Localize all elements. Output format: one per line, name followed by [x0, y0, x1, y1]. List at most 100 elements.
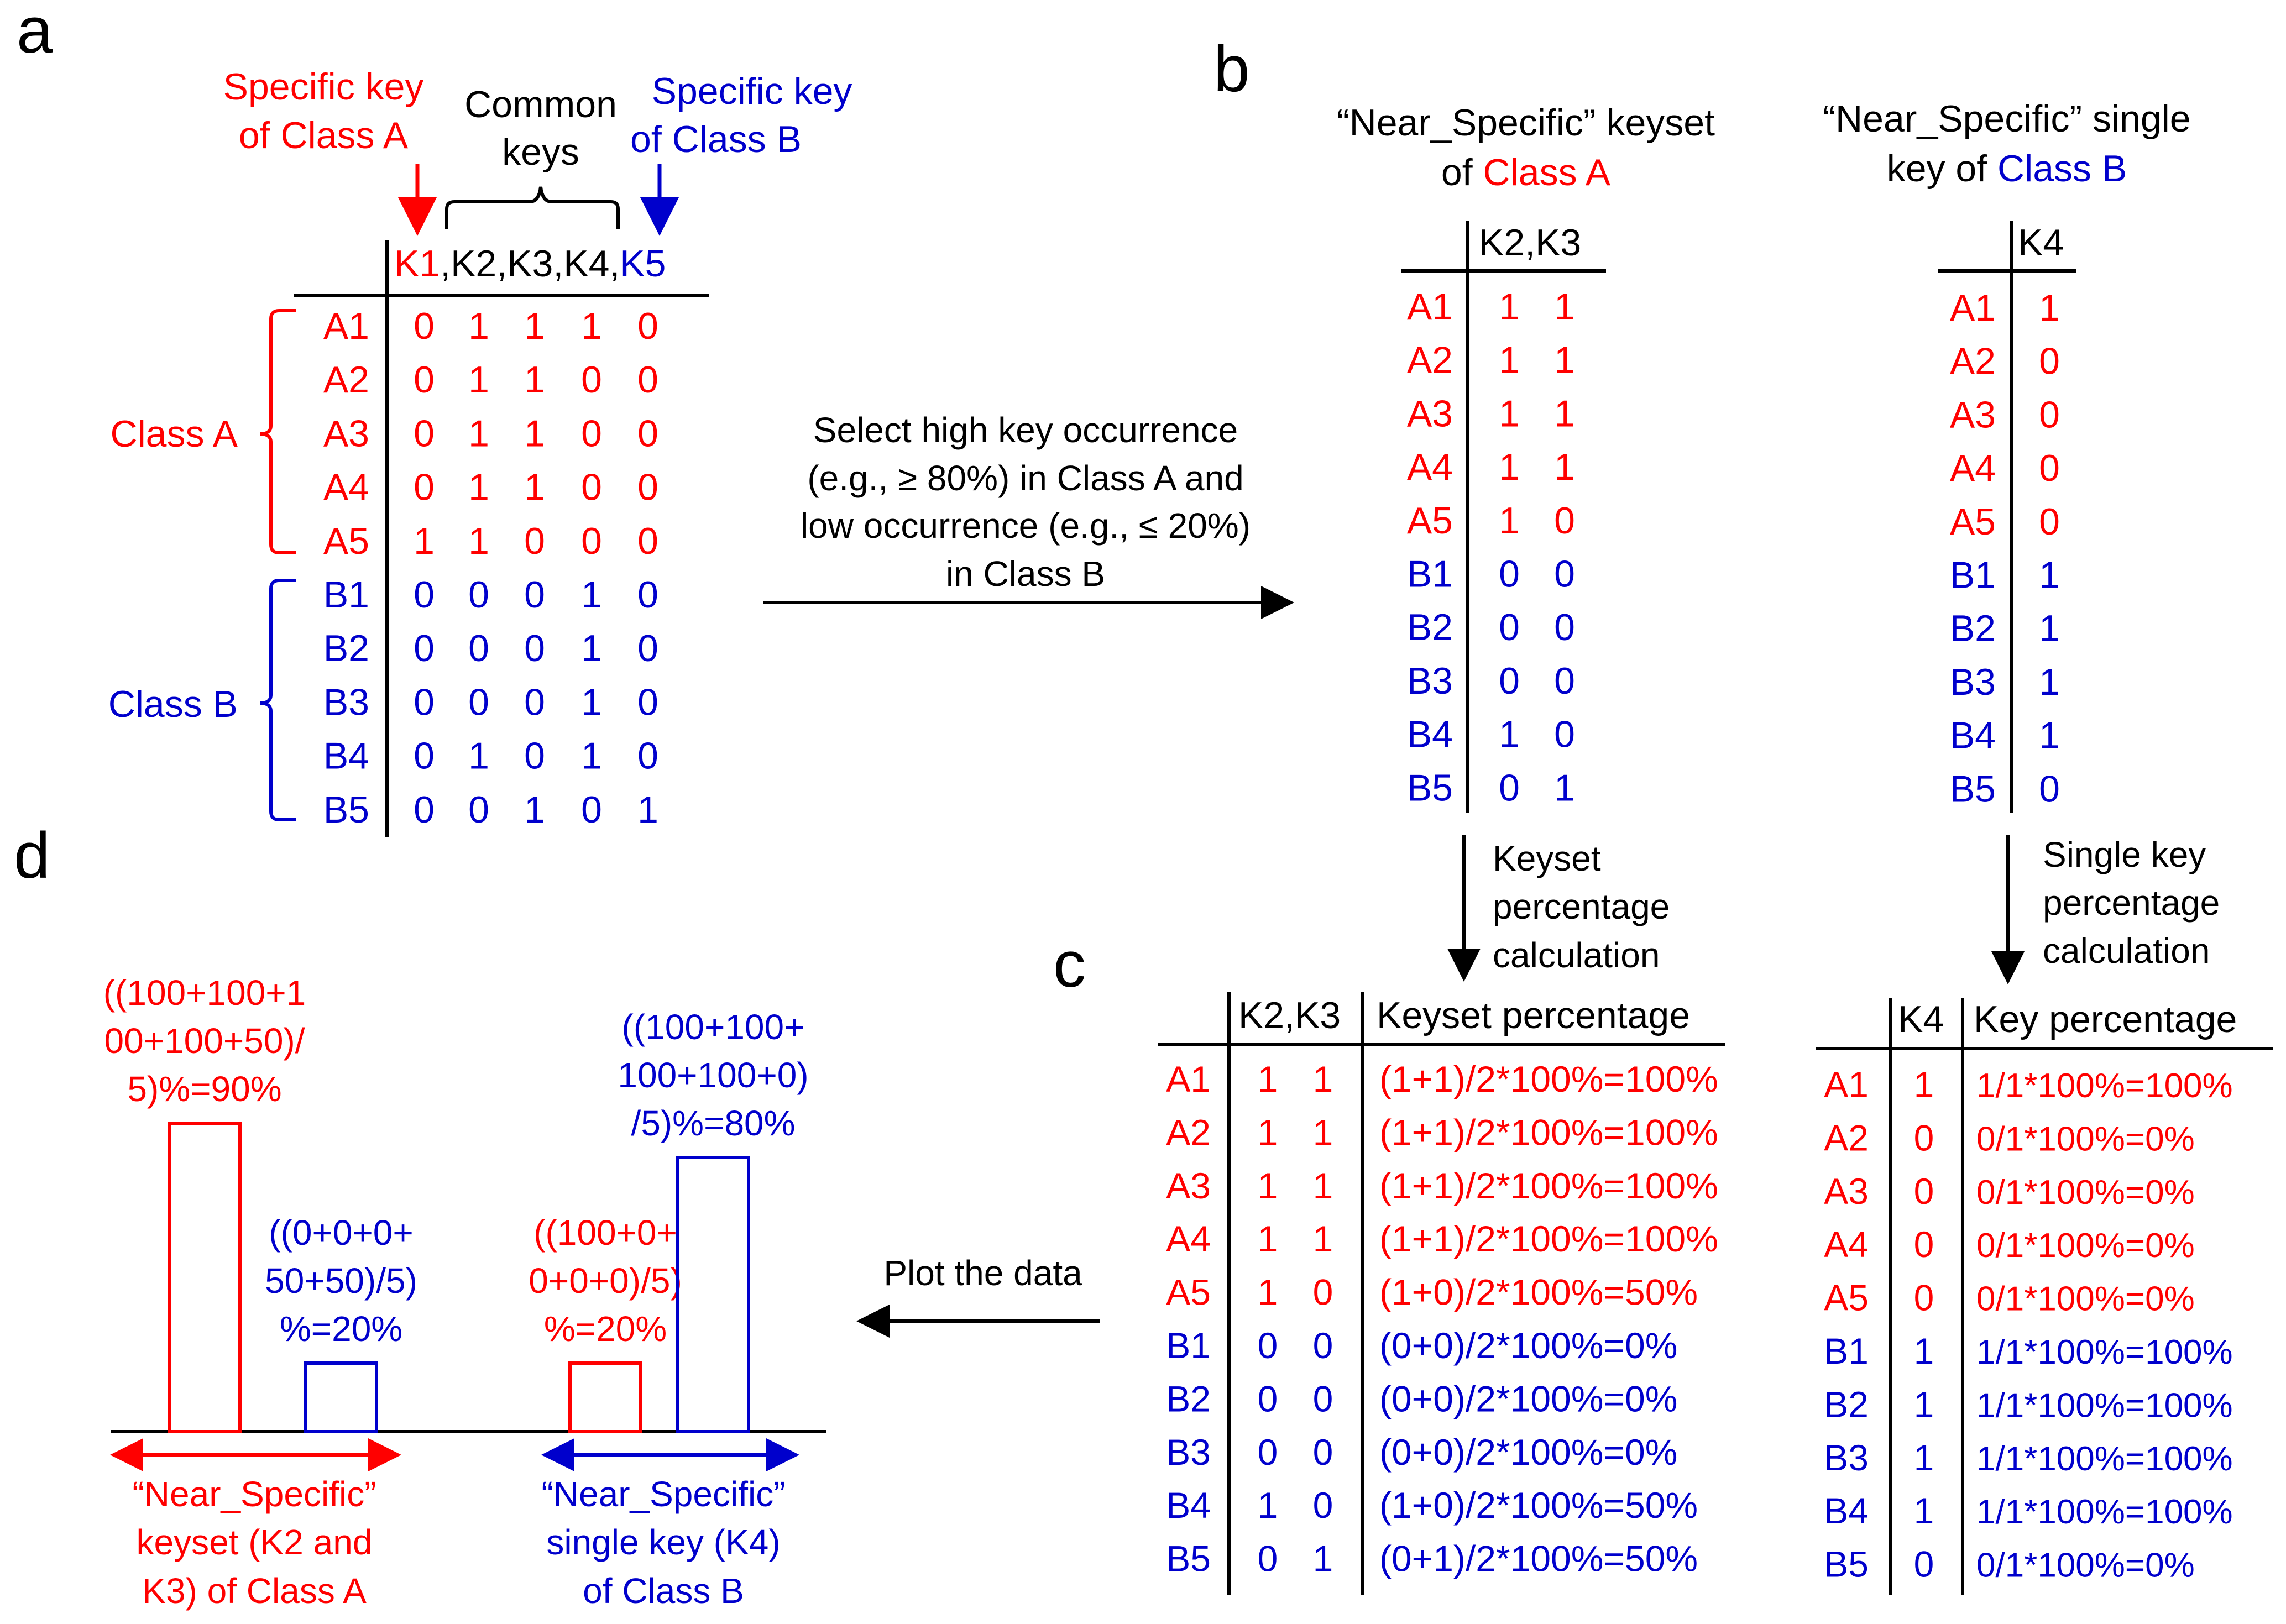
panel-a-cell: 0: [637, 627, 658, 669]
single-row-id: A5: [1950, 501, 1996, 543]
panel-a-cell: 1: [524, 359, 545, 401]
keyset-cell: 1: [1499, 286, 1520, 328]
panel-a-cell: 0: [524, 627, 545, 669]
panel-a-cell: 0: [468, 789, 489, 831]
panel-a-cell: 1: [581, 735, 602, 777]
c-single-cell: 1: [1914, 1490, 1934, 1531]
class-b-label: Class B: [108, 683, 238, 725]
c-keyset-pct: (1+0)/2*100%=50%: [1379, 1272, 1698, 1313]
c-keyset-pct: (1+0)/2*100%=50%: [1379, 1485, 1698, 1526]
panel-a-cell: 1: [468, 520, 489, 562]
c-single-pct: 0/1*100%=0%: [1976, 1120, 2195, 1158]
c-keyset-cell: 0: [1258, 1432, 1278, 1473]
panel-a-cell: 1: [637, 789, 658, 831]
keyset-title-prefix: of: [1441, 151, 1483, 193]
common-keys-brace: [445, 186, 620, 229]
c-single-cell: 1: [1914, 1330, 1934, 1371]
panel-a-cell: 0: [414, 681, 435, 723]
keyset-cell: 0: [1499, 606, 1520, 648]
select-text-line3: low occurrence (e.g., ≤ 20%): [801, 506, 1251, 546]
keyset-cell: 1: [1499, 392, 1520, 434]
single-row-id: B3: [1950, 661, 1996, 703]
c-keyset-cell: 0: [1258, 1378, 1278, 1419]
single-cell: 1: [2039, 661, 2060, 703]
bar-label-keyset-class-a: 5)%=90%: [127, 1069, 281, 1109]
keyset-cell: 1: [1554, 446, 1575, 488]
single-calc-line1: Single key: [2043, 835, 2206, 874]
bar-label-keyset-class-b: 50+50)/5): [265, 1261, 417, 1301]
panel-a-cell: 0: [637, 574, 658, 616]
c-keyset-cell: 0: [1258, 1325, 1278, 1366]
single-cell: 0: [2039, 768, 2060, 810]
panel-a-cell: 1: [581, 574, 602, 616]
panel-a-row-id: B1: [323, 574, 369, 616]
panel-a-cell: 1: [581, 627, 602, 669]
c-keyset-header-keys: K2,K3: [1238, 994, 1341, 1036]
c-keyset-cell: 1: [1313, 1165, 1333, 1206]
keyset-title-class: Class A: [1483, 151, 1611, 193]
single-row-id: A2: [1950, 340, 1996, 383]
c-keyset-pct: (0+0)/2*100%=0%: [1379, 1325, 1677, 1366]
single-row-id: B2: [1950, 607, 1996, 649]
c-single-row-id: B2: [1824, 1384, 1869, 1424]
d-keyset-group-line2: keyset (K2 and: [137, 1522, 373, 1562]
panel-a: Specific key of Class A Common keys Spec…: [108, 66, 852, 837]
keyset-cell: 1: [1499, 500, 1520, 542]
single-row-id: B5: [1950, 768, 1996, 810]
keyset-row-id: B1: [1407, 553, 1453, 595]
c-single-cell: 1: [1914, 1384, 1934, 1424]
panel-a-row-id: B5: [323, 789, 369, 831]
c-single-pct: 0/1*100%=0%: [1976, 1280, 2195, 1318]
single-title-prefix: key of: [1887, 148, 1997, 190]
c-keyset-row-id: A4: [1166, 1218, 1211, 1259]
c-keyset-row-id: B1: [1166, 1325, 1211, 1366]
panel-a-cell: 0: [414, 359, 435, 401]
panel-label-c: c: [1053, 928, 1086, 1001]
single-cell: 1: [2039, 607, 2060, 649]
keyset-title-line1: “Near_Specific” keyset: [1337, 102, 1715, 144]
panel-a-cell: 0: [581, 359, 602, 401]
single-cell: 0: [2039, 340, 2060, 383]
c-single-row-id: A3: [1824, 1171, 1869, 1212]
d-bars: ((100+100+100+100+50)/5)%=90%((0+0+0+50+…: [103, 973, 809, 1433]
panel-a-cell: 1: [468, 305, 489, 347]
panel-a-cell: 0: [414, 412, 435, 454]
panel-a-cell: 0: [468, 627, 489, 669]
c-keyset-pct: (0+0)/2*100%=0%: [1379, 1378, 1677, 1419]
bar-label-keyset-class-a: 00+100+50)/: [104, 1021, 305, 1061]
panel-a-row-id: A4: [323, 467, 369, 509]
c-single-cell: 1: [1914, 1064, 1934, 1105]
annot-common-keys-line1: Common: [464, 83, 617, 125]
bar-label-single-class-a: ((100+0+: [533, 1213, 677, 1253]
d-keyset-group-line1: “Near_Specific”: [132, 1474, 376, 1514]
panel-a-header-token: ,K2,K3,K4,: [440, 243, 620, 285]
panel-label-d: d: [14, 819, 50, 892]
panel-a-cell: 0: [524, 574, 545, 616]
panel-a-row-id: A3: [323, 412, 369, 454]
c-keyset-pct: (0+1)/2*100%=50%: [1379, 1538, 1698, 1579]
panel-a-cell: 1: [414, 520, 435, 562]
c-keyset-cell: 0: [1313, 1485, 1333, 1526]
c-single-cell: 1: [1914, 1437, 1934, 1478]
annot-specific-key-b-line2: of Class B: [630, 118, 802, 160]
single-header: K4: [2018, 222, 2064, 264]
single-cell: 1: [2039, 554, 2060, 596]
class-a-label: Class A: [110, 413, 238, 455]
keyset-header: K2,K3: [1479, 222, 1581, 264]
c-keyset-cell: 0: [1313, 1378, 1333, 1419]
c-keyset-cell: 1: [1258, 1165, 1278, 1206]
c-single-row-id: A1: [1824, 1064, 1869, 1105]
keyset-cell: 1: [1554, 767, 1575, 809]
keyset-cell: 1: [1554, 392, 1575, 434]
single-row-id: A3: [1950, 394, 1996, 436]
annot-specific-key-a-line2: of Class A: [239, 114, 409, 156]
panel-a-cell: 0: [468, 574, 489, 616]
c-keyset-pct: (1+1)/2*100%=100%: [1379, 1059, 1718, 1099]
keyset-row-id: B4: [1407, 714, 1453, 756]
panel-a-row-id: B2: [323, 627, 369, 669]
c-single-row-id: B5: [1824, 1544, 1869, 1585]
